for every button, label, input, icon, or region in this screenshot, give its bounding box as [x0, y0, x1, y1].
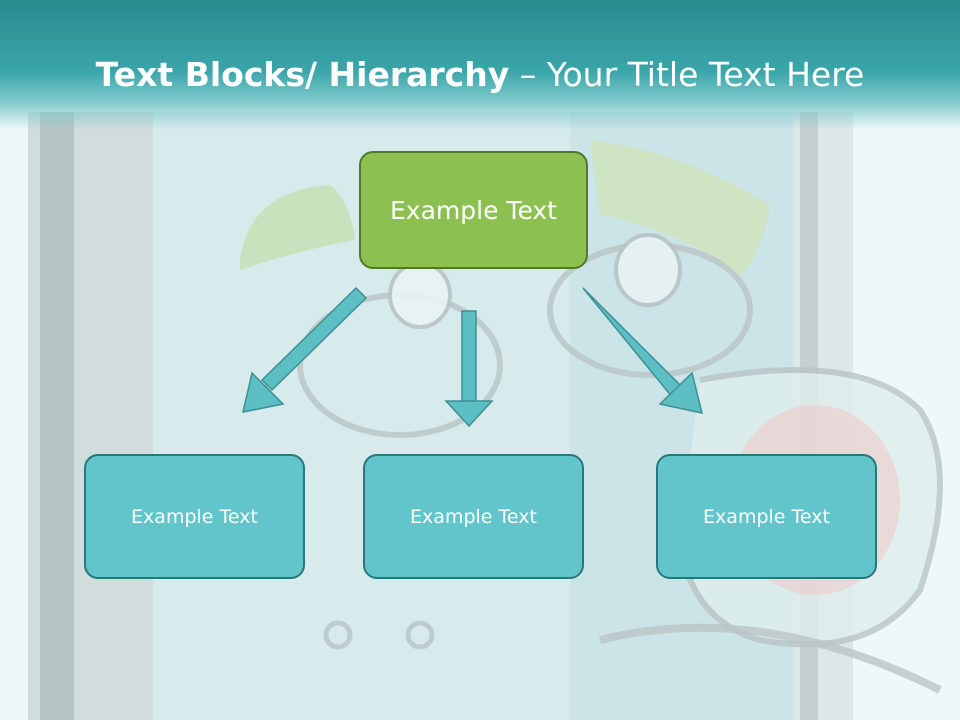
arrow-center: [444, 310, 494, 428]
slide-title: Text Blocks/ Hierarchy – Your Title Text…: [0, 52, 960, 98]
child-text-box-3[interactable]: Example Text: [656, 454, 877, 579]
child-text-box-label: Example Text: [703, 505, 830, 528]
arrow-left: [242, 286, 368, 413]
arrow-right: [582, 287, 704, 414]
child-text-box-2[interactable]: Example Text: [363, 454, 584, 579]
slide-title-rest: – Your Title Text Here: [509, 55, 865, 94]
title-bar: [0, 0, 960, 130]
child-text-box-1[interactable]: Example Text: [84, 454, 305, 579]
top-text-box[interactable]: Example Text: [359, 151, 588, 269]
child-text-box-label: Example Text: [131, 505, 258, 528]
slide-title-bold: Text Blocks/ Hierarchy: [95, 55, 510, 94]
top-text-box-label: Example Text: [390, 195, 557, 225]
child-text-box-label: Example Text: [410, 505, 537, 528]
